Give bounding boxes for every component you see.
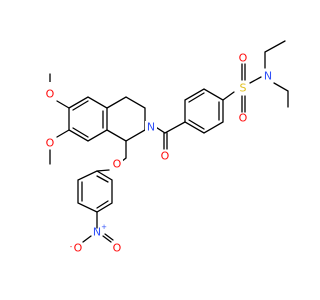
nitrophenyl-ring (77, 170, 113, 213)
sulfur-label: S (240, 82, 247, 95)
ethyl-lower-bonds (273, 82, 289, 108)
methoxy-bottom-bonds (49, 129, 70, 165)
benzo-ring (68, 96, 108, 142)
ethyl-upper-bonds (264, 40, 286, 69)
oxygen-label-methoxy-top: O (46, 88, 55, 101)
oxygen-label-carbonyl: O (161, 150, 170, 163)
oxygen-label-ether: O (113, 158, 122, 171)
oxygen-label-sulfonyl-top: O (239, 52, 248, 65)
tetrahydro-ring (106, 96, 146, 142)
oxygen-label-nitro-right: O (113, 242, 122, 255)
nitrogen-label-nitro: N (93, 226, 101, 239)
nitro-positive-charge: + (101, 223, 107, 231)
atom-labels: O O O N + O - O N O S O O N (44, 52, 272, 255)
nitrogen-label-ring: N (147, 121, 155, 134)
amine-bonds (249, 76, 262, 84)
nitrophenyl-double-bonds (81, 175, 109, 209)
benzoyl-double-bonds (188, 92, 220, 130)
benzoyl-ring (184, 88, 224, 134)
oxygen-label-sulfonyl-bottom: O (239, 112, 248, 125)
nitrogen-label-amine: N (264, 70, 272, 83)
nitro-bonds (82, 211, 114, 243)
oxygen-label-nitro-left: O (74, 242, 83, 255)
molecule-structure: O O O N + O - O N O S O O N (44, 40, 289, 255)
sulfonyl-bonds (222, 63, 246, 113)
oxygen-label-methoxy-bottom: O (46, 137, 55, 150)
carbonyl-bond (163, 132, 168, 150)
ether-to-ring-bond (96, 169, 110, 172)
nitro-negative-charge: - (70, 243, 73, 251)
bonds (49, 40, 289, 243)
benzo-ring-double-bonds (72, 100, 104, 138)
